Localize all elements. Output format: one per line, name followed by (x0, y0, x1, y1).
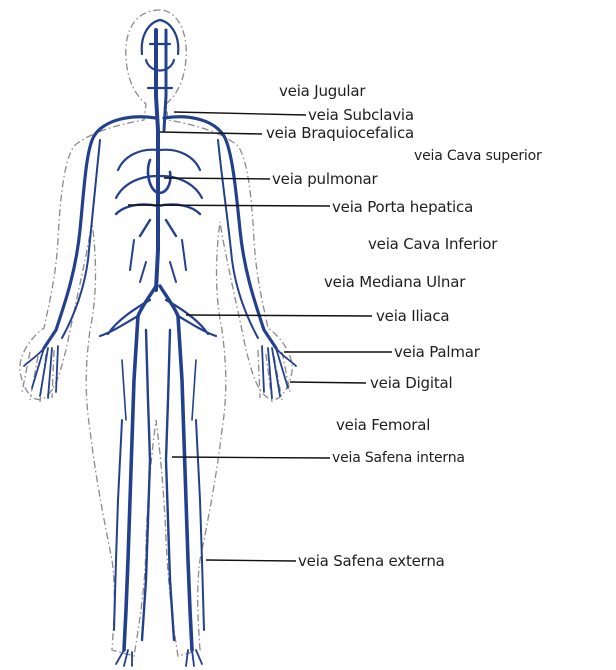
label-veia-digital: veia Digital (370, 374, 452, 392)
leader-line-safena-interna (172, 457, 330, 458)
label-veia-palmar: veia Palmar (394, 343, 480, 361)
leader-line-porta-hepatica (128, 205, 330, 206)
leader-line-pulmonar (164, 178, 270, 179)
label-veia-subclavia: veia Subclavia (308, 106, 414, 124)
label-veia-cava-superior: veia Cava superior (414, 147, 542, 165)
label-veia-femoral: veia Femoral (336, 416, 430, 434)
label-veia-iliaca: veia Iliaca (376, 307, 449, 325)
label-veia-jugular: veia Jugular (279, 82, 365, 100)
label-veia-safena-interna: veia Safena interna (332, 449, 465, 467)
label-veia-braquiocefalica: veia Braquiocefalica (266, 124, 414, 142)
leader-line-iliaca (186, 315, 372, 316)
label-veia-safena-externa: veia Safena externa (298, 552, 445, 570)
vein-network (24, 20, 296, 666)
leader-line-digital (290, 382, 366, 383)
label-veia-mediana-ulnar: veia Mediana Ulnar (324, 273, 465, 291)
leader-line-safena-externa (206, 560, 296, 561)
label-veia-cava-inferior: veia Cava Inferior (368, 235, 497, 253)
leader-line-braquiocefalica (160, 132, 262, 134)
leader-line-subclavia (174, 112, 306, 115)
label-veia-porta-hepatica: veia Porta hepatica (332, 198, 473, 216)
label-veia-pulmonar: veia pulmonar (272, 170, 377, 188)
